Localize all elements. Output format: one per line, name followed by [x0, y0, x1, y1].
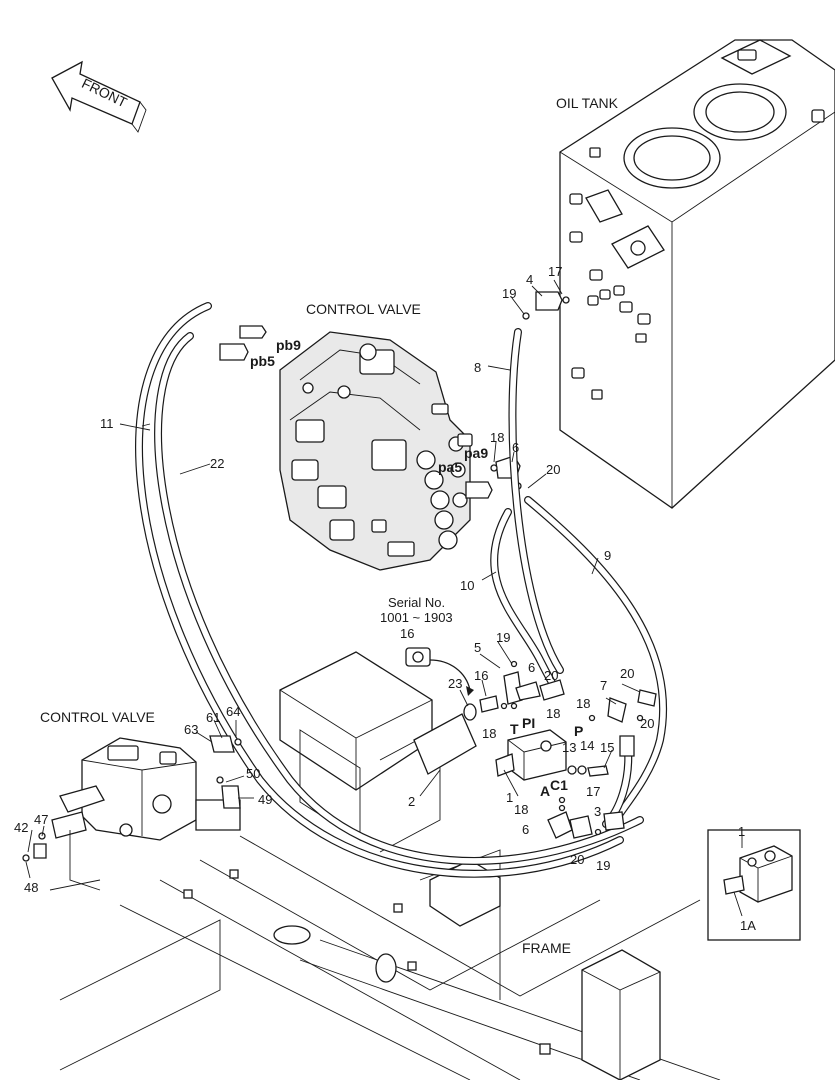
port-pi: PI	[522, 715, 535, 731]
hoses	[135, 302, 668, 878]
callout-5: 5	[474, 640, 481, 655]
callout-20b: 20	[544, 668, 558, 683]
callout-19: 19	[502, 286, 516, 301]
callout-17: 17	[548, 264, 562, 279]
main-control-valve: CONTROL VALVE	[279, 301, 473, 571]
callout-9: 9	[604, 548, 611, 563]
callout-50: 50	[246, 766, 260, 781]
callout-18e: 18	[514, 802, 528, 817]
callout-3: 3	[594, 804, 601, 819]
callout-1a: 1A	[740, 918, 756, 933]
port-pb9: pb9	[276, 337, 301, 353]
control-valve-left-label: CONTROL VALVE	[40, 709, 155, 725]
port-c1: C1	[550, 777, 568, 793]
serial-number-note: Serial No. 1001 ~ 1903	[380, 595, 453, 625]
callout-47: 47	[34, 812, 48, 827]
port-pa9: pa9	[464, 445, 488, 461]
port-p: P	[574, 723, 583, 739]
callout-61: 61	[206, 710, 220, 725]
front-arrow: FRONT	[51, 60, 147, 133]
callout-18c: 18	[482, 726, 496, 741]
callout-48: 48	[24, 880, 38, 895]
callout-8: 8	[474, 360, 481, 375]
callout-6b: 6	[528, 660, 535, 675]
callout-1-inset: 1	[738, 824, 745, 839]
pilot-valve-assembly	[405, 647, 657, 839]
callout-23: 23	[448, 676, 462, 691]
port-a: A	[540, 783, 550, 799]
callout-4: 4	[526, 272, 533, 287]
left-control-valve: CONTROL VALVE	[22, 709, 242, 891]
callout-20: 20	[546, 462, 560, 477]
port-pa5: pa5	[438, 459, 462, 475]
inset-1-1a	[707, 829, 801, 941]
callout-20e: 20	[570, 852, 584, 867]
port-labels: pb9 pb5 pa9 pa5 T PI P A C1	[250, 337, 583, 799]
callout-18: 18	[490, 430, 504, 445]
port-t: T	[510, 721, 519, 737]
port-pb5: pb5	[250, 353, 275, 369]
callout-20d: 20	[640, 716, 654, 731]
callout-18d: 18	[576, 696, 590, 711]
callout-10: 10	[460, 578, 474, 593]
callout-63: 63	[184, 722, 198, 737]
callout-16: 16	[474, 668, 488, 683]
callout-11: 11	[100, 416, 114, 431]
serial-label: Serial No.	[388, 595, 445, 610]
callout-7: 7	[600, 678, 607, 693]
main-valve-fittings	[219, 291, 570, 499]
callout-64: 64	[226, 704, 240, 719]
spool-caps	[416, 436, 468, 550]
callout-22: 22	[210, 456, 224, 471]
callout-42: 42	[14, 820, 28, 835]
callout-1: 1	[506, 790, 513, 805]
callout-19b: 19	[496, 630, 510, 645]
callout-2: 2	[408, 794, 415, 809]
frame-label: FRAME	[522, 940, 571, 956]
callout-6c: 6	[522, 822, 529, 837]
callout-18b: 18	[546, 706, 560, 721]
callout-13: 13	[562, 740, 576, 755]
callout-6: 6	[512, 440, 519, 455]
leader-lines	[25, 279, 743, 917]
callout-20c: 20	[620, 666, 634, 681]
callout-16b: 16	[400, 626, 414, 641]
callout-15: 15	[600, 740, 614, 755]
oil-tank-label: OIL TANK	[556, 95, 619, 111]
callout-49: 49	[258, 792, 272, 807]
oil-tank: OIL TANK	[556, 39, 835, 509]
serial-range: 1001 ~ 1903	[380, 610, 453, 625]
callouts: 4 17 19 8 18 6 20 9 10 11 22 5 19 16 6 2…	[14, 264, 756, 933]
callout-14: 14	[580, 738, 594, 753]
callout-19c: 19	[596, 858, 610, 873]
control-valve-main-label: CONTROL VALVE	[306, 301, 421, 317]
callout-17b: 17	[586, 784, 600, 799]
